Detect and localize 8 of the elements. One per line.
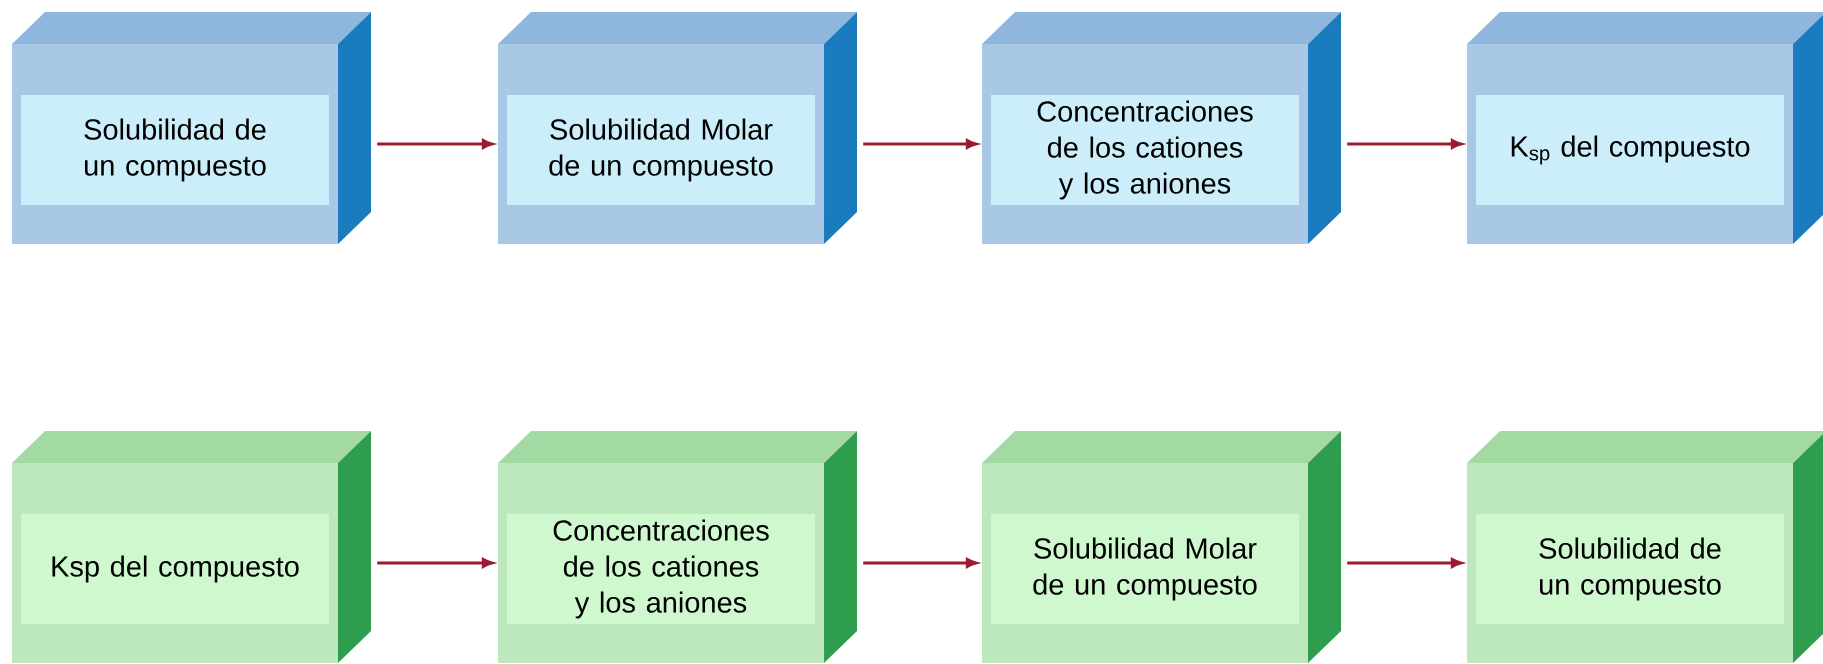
box: Solubilidad de un compuesto	[12, 12, 371, 244]
box: Solubilidad Molar de un compuesto	[498, 12, 857, 244]
box: Solubilidad Molar de un compuesto	[982, 431, 1341, 663]
box: Concentraciones de los cationes y los aniones	[498, 431, 857, 663]
box: K$_{sp}$ del compuesto	[1467, 12, 1823, 244]
box: Concentraciones de los cationes y los aniones	[982, 12, 1341, 244]
box: Ksp del compuesto	[12, 431, 371, 663]
box: Solubilidad de un compuesto	[1467, 431, 1823, 663]
